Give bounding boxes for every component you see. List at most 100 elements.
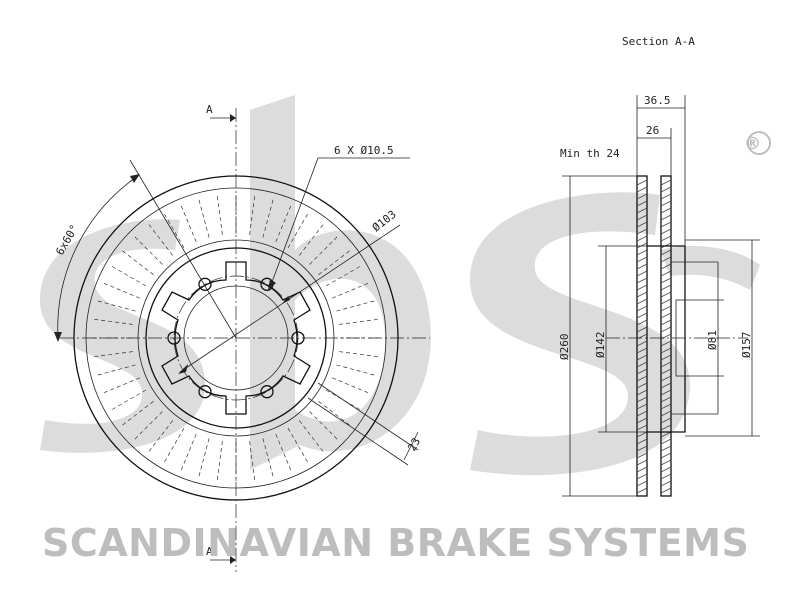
hatch-line (636, 207, 648, 214)
hatch-line (636, 473, 648, 480)
dim-260-label: Ø260 (558, 334, 571, 361)
hatch-line (636, 270, 648, 277)
section-outer-plate (660, 175, 672, 497)
dim-23-label: 23 (405, 436, 423, 454)
hatch-line (636, 340, 648, 347)
vane-line (336, 364, 378, 377)
hatch-line (636, 431, 648, 438)
hatch-line (660, 410, 672, 417)
section-inner-plate (636, 175, 648, 497)
min-thickness-label: Min th 24 (560, 147, 620, 160)
dim-23-line-b (307, 397, 409, 466)
vane-line (336, 299, 378, 312)
hatch-line (636, 396, 648, 403)
hatch-line (660, 228, 672, 235)
hatch-line (636, 487, 648, 494)
hatch-line (660, 312, 672, 319)
pcd-arrowhead-1 (178, 364, 188, 374)
hatch-line (636, 305, 648, 312)
hatch-line (660, 480, 672, 487)
vane-line (331, 377, 372, 395)
hatch-line (660, 291, 672, 298)
hatch-line (660, 354, 672, 361)
hatch-line (636, 228, 648, 235)
hatch-line (660, 466, 672, 473)
angle-arc (57, 177, 136, 339)
section-arrowhead-bottom (230, 556, 236, 564)
hatch-line (660, 473, 672, 480)
section-label-top: A (206, 103, 213, 116)
dim-36-5-label: 36.5 (644, 94, 671, 107)
hatch-line (660, 326, 672, 333)
vane-line (91, 351, 133, 358)
vane-line (119, 401, 154, 428)
hatch-line (660, 382, 672, 389)
hatch-line (636, 361, 648, 368)
hatch-line (660, 389, 672, 396)
vane-line (94, 299, 136, 312)
section-view: Section A-A 36.5 26 Min th 24 Ø260 Ø142 … (558, 35, 760, 497)
vane-line (287, 211, 310, 249)
hatch-line (660, 277, 672, 284)
angle-leader (129, 159, 237, 339)
hatch-line (636, 186, 648, 193)
hatch-line (660, 319, 672, 326)
dim-142-label: Ø142 (594, 332, 607, 359)
hatch-line (636, 459, 648, 466)
hatch-line (660, 452, 672, 459)
vane-line (94, 364, 136, 377)
hatch-line (660, 263, 672, 270)
hatch-line (660, 487, 672, 494)
vane-line (216, 193, 223, 235)
hatch-line (660, 305, 672, 312)
hatch-line (660, 431, 672, 438)
hatch-line (636, 284, 648, 291)
hatch-line (660, 347, 672, 354)
hatch-line (636, 256, 648, 263)
holes-label: 6 X Ø10.5 (334, 144, 394, 157)
vane-line (109, 389, 147, 412)
vane-line (325, 264, 363, 287)
hatch-line (636, 480, 648, 487)
vane-line (299, 221, 326, 256)
hatch-line (660, 361, 672, 368)
vane-line (91, 318, 133, 325)
vane-line (100, 377, 141, 395)
company-watermark-text: SCANDINAVIAN BRAKE SYSTEMS (42, 521, 749, 565)
vane-line (249, 193, 256, 235)
pcd-arrowhead-2 (282, 296, 290, 304)
bolt-hole (198, 385, 212, 399)
hatch-line (636, 242, 648, 249)
hatch-line (660, 221, 672, 228)
section-label-bottom: A (206, 545, 213, 558)
hatch-line (660, 424, 672, 431)
hatch-line (636, 389, 648, 396)
hatch-line (660, 193, 672, 200)
vane-line (146, 221, 173, 256)
angle-arrowhead-2 (54, 332, 62, 342)
hatch-line (660, 396, 672, 403)
dim-23-cross (403, 431, 419, 461)
vane-line (339, 318, 381, 325)
sbs-logo-watermark (40, 95, 760, 476)
vane-line (216, 441, 223, 483)
vane-line (309, 234, 340, 265)
hatch-line (636, 424, 648, 431)
vane-line (100, 281, 141, 299)
hatch-line (636, 417, 648, 424)
dim-81-label: Ø81 (706, 330, 719, 350)
dim-23-line-a (317, 382, 419, 451)
vane-line (132, 234, 163, 265)
hatch-line (636, 466, 648, 473)
vane-line (162, 427, 185, 465)
hatch-line (660, 200, 672, 207)
hatch-line (636, 445, 648, 452)
hatch-line (660, 459, 672, 466)
hatch-line (660, 340, 672, 347)
cooling-vanes (90, 192, 382, 484)
angle-arrowhead-1 (130, 174, 140, 183)
registered-ring (747, 131, 771, 155)
hatch-line (636, 312, 648, 319)
vane-line (309, 411, 340, 442)
